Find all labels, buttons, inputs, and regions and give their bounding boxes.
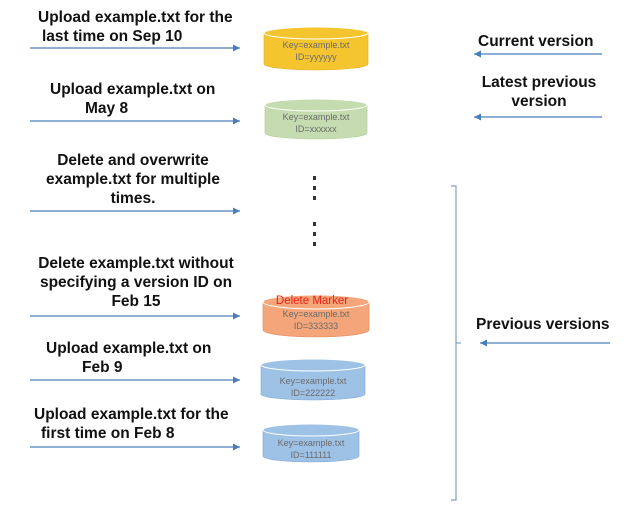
latest-previous-version-label: Latest previous version	[481, 74, 597, 110]
object-key: Key=example.txt	[283, 40, 350, 50]
ellipsis-dots	[313, 176, 316, 246]
object-id: ID=xxxxxx	[295, 124, 337, 134]
event-label-feb9: Upload example.txt on Feb 9	[46, 340, 212, 376]
cylinder-body	[262, 301, 370, 338]
cylinder-body	[262, 429, 360, 463]
cylinder-top	[260, 358, 366, 372]
object-id: ID=222222	[291, 388, 335, 398]
event-label-sep10: Upload example.txt for the last time on …	[38, 9, 233, 45]
object-delete-marker: Delete Marker Key=example.txt ID=333333	[262, 294, 370, 338]
object-id: ID=333333	[294, 321, 338, 331]
cylinder-body	[260, 364, 366, 401]
object-version-111111: Key=example.txt ID=111111	[262, 423, 360, 463]
event-label-may8: Upload example.txt on May 8	[50, 81, 216, 117]
object-key: Key=example.txt	[283, 309, 350, 319]
object-key: Key=example.txt	[280, 376, 347, 386]
previous-versions-label: Previous versions	[476, 316, 610, 333]
object-version-yyyyyy: Key=example.txt ID=yyyyyy	[263, 26, 369, 71]
object-key: Key=example.txt	[283, 112, 350, 122]
event-label-feb15: Delete example.txt without specifying a …	[38, 255, 234, 310]
object-key: Key=example.txt	[278, 438, 345, 448]
event-label-overwrite: Delete and overwrite example.txt for mul…	[46, 152, 220, 207]
cylinder-body	[264, 104, 368, 140]
delete-marker-label: Delete Marker	[276, 295, 348, 307]
current-version-label: Current version	[478, 33, 594, 50]
object-id: ID=yyyyyy	[295, 52, 337, 62]
object-version-222222: Key=example.txt ID=222222	[260, 358, 366, 401]
object-id: ID=111111	[291, 450, 332, 460]
object-version-xxxxxx: Key=example.txt ID=xxxxxx	[264, 98, 368, 140]
cylinder-body	[263, 32, 369, 71]
cylinder-top	[264, 98, 368, 112]
cylinder-top	[262, 423, 360, 437]
cylinder-top	[263, 26, 369, 40]
event-label-feb8: Upload example.txt for the first time on…	[34, 406, 229, 442]
previous-versions-bracket	[451, 185, 457, 501]
cylinder-top	[262, 294, 370, 310]
